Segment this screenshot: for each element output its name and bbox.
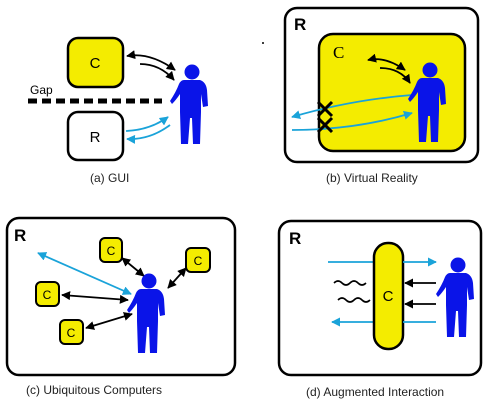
panel-a-gui: C R Gap [28, 36, 208, 162]
information-wave [333, 280, 367, 286]
computer-label: C [43, 288, 52, 302]
caption-d: (d) Augmented Interaction [306, 385, 445, 399]
interaction-arrow [139, 63, 175, 81]
caption-b: (b) Virtual Reality [326, 171, 418, 185]
computer-label: C [107, 244, 116, 258]
real-world-label: R [90, 129, 101, 146]
computer-box [66, 36, 125, 89]
computer-label: C [90, 55, 101, 72]
panel-d-augmented-interaction: R C [277, 219, 483, 377]
interaction-arrow [167, 267, 187, 289]
person-icon [170, 64, 208, 144]
computer-label: C [333, 43, 344, 62]
perception-arrow [126, 124, 171, 144]
perception-arrow [291, 111, 413, 131]
information-wave [337, 297, 371, 303]
computer-box [35, 281, 60, 307]
caption-a: (a) GUI [90, 171, 130, 185]
real-world-label: R [294, 15, 306, 34]
interaction-arrow [126, 50, 176, 71]
caption-c: (c) Ubiquitous Computers [26, 383, 163, 397]
real-world-label: R [14, 226, 26, 245]
computer-box [372, 241, 405, 351]
interaction-arrow [121, 257, 145, 277]
perception-arrow [37, 252, 132, 295]
computer-box [59, 319, 84, 345]
interaction-arrow [85, 312, 133, 330]
computer-box [99, 237, 123, 263]
panel-c-ubiquitous-computers: R C C C C [5, 216, 237, 377]
computer-label: C [67, 326, 76, 340]
panel-b-virtual-reality: R C [283, 6, 480, 164]
computer-label: C [383, 288, 394, 305]
interaction-arrow [61, 291, 129, 304]
interaction-arrow [379, 67, 411, 84]
blocked-x-icon [316, 116, 334, 134]
blocked-x-icon [316, 100, 334, 118]
interaction-arrow [367, 53, 406, 71]
computer-box [185, 247, 211, 273]
perception-arrow [125, 116, 169, 132]
real-world-label: R [289, 229, 301, 248]
gap-label: Gap [30, 83, 53, 97]
perception-arrow [291, 94, 413, 120]
computer-label: C [194, 254, 203, 268]
stray-dot [262, 42, 264, 44]
real-world-box [66, 110, 125, 162]
